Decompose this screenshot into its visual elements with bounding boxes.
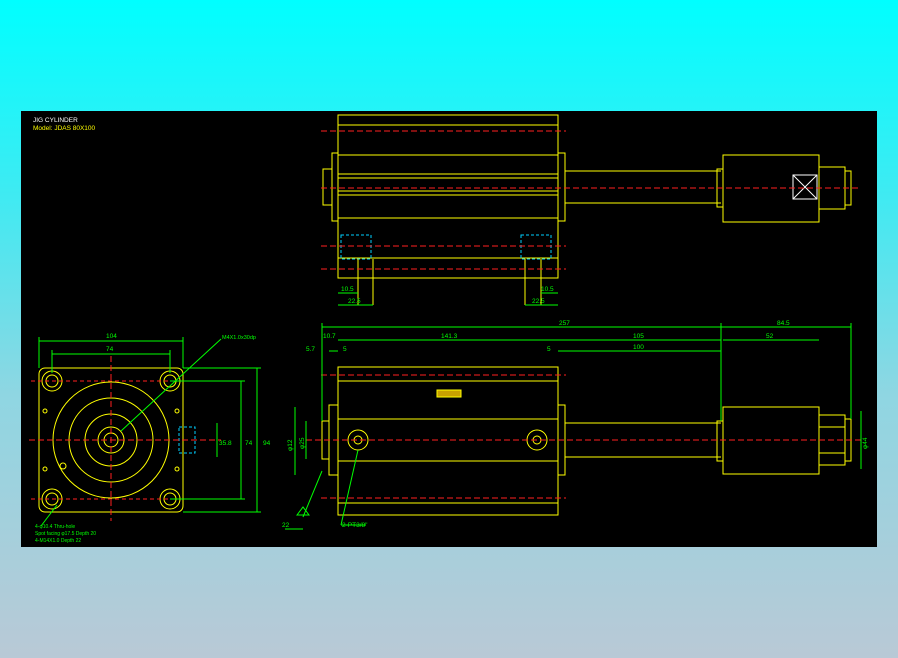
dim-top-10-5-left: 10.5: [341, 286, 354, 293]
dim-left-offset: 10.7: [323, 333, 336, 340]
drawing-model: Model: JDAS 80X100: [33, 125, 96, 132]
dim-front-height-outer: 94: [263, 440, 271, 447]
top-view: [321, 114, 861, 306]
drawing-svg: JIG CYLINDER Model: JDAS 80X100: [29, 114, 869, 544]
dim-bottom-22: 22: [282, 522, 290, 529]
note-mount-1: 4-φ10.4 Thru-hole: [35, 524, 75, 530]
top-body-outline: [337, 114, 559, 279]
dim-top-22-5-left: 22.5: [348, 298, 361, 305]
side-body-outline: [337, 366, 559, 516]
dim-stroke: 100: [633, 344, 644, 351]
cad-drawing-canvas: JIG CYLINDER Model: JDAS 80X100: [21, 111, 877, 547]
dim-front-width: 104: [106, 333, 117, 340]
front-view: [29, 337, 261, 527]
note-mount-3: 4-M14X1.0 Depth 22: [35, 538, 81, 544]
dim-front-height-inner: 74: [245, 440, 253, 447]
label-port: 2-PT3/8": [342, 522, 368, 529]
dim-bore-dia: φ12: [287, 439, 294, 451]
dim-overall-length: 257: [559, 320, 570, 327]
dim-right-5: 5: [547, 346, 551, 353]
dim-left-gap: 5.7: [306, 346, 315, 353]
dim-rod-dia: φ25: [299, 437, 306, 449]
dim-left-5: 5: [343, 346, 347, 353]
side-view: [285, 323, 862, 530]
note-mount-2: Spot facing φ17.5 Depth 20: [35, 531, 96, 537]
dim-front-inner: 74: [106, 346, 114, 353]
dim-tip-dia: φ44: [862, 437, 869, 449]
dim-tip-sub: 52: [766, 333, 774, 340]
dim-body-length: 141.3: [441, 333, 458, 340]
dim-stroke-zone: 105: [633, 333, 644, 340]
dim-top-22-5-right: 22.5: [532, 298, 545, 305]
dim-top-10-5-right: 10.5: [541, 286, 554, 293]
drawing-title: JIG CYLINDER: [33, 117, 78, 124]
note-thread: M4X1.0x30dp: [222, 335, 256, 341]
dim-front-small: 35.8: [219, 440, 232, 447]
dim-tip-length: 84.5: [777, 320, 790, 327]
